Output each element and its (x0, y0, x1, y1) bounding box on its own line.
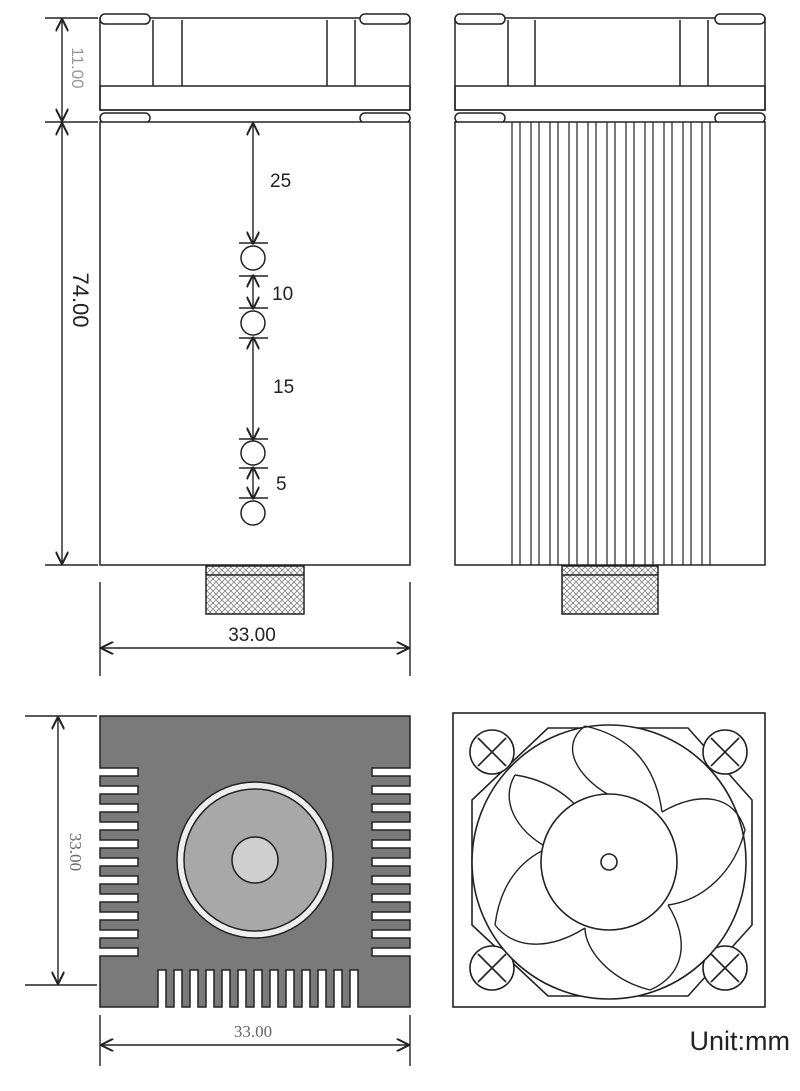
mounting-hole (240, 500, 266, 526)
body-width-label: 33.00 (228, 625, 276, 646)
hole-spacing-label-10: 10 (272, 284, 293, 305)
fan-height-label: 11.00 (68, 47, 87, 88)
body-height-label: 74.00 (68, 272, 93, 327)
fan-blades (494, 725, 746, 991)
fan-axle (600, 853, 618, 871)
side-body (454, 121, 766, 566)
lens-center (231, 836, 279, 884)
mounting-hole (240, 310, 266, 336)
hole-spacing-label-5: 5 (276, 474, 287, 495)
square-height-label: 33.00 (66, 833, 85, 871)
hole-spacing-label-25: 25 (270, 171, 291, 192)
side-lens-holder (561, 565, 659, 615)
hole-spacing-label-15: 15 (273, 377, 294, 398)
bottom-view (99, 715, 411, 1008)
mounting-hole (240, 245, 266, 271)
side-view (454, 13, 766, 615)
front-view (99, 13, 411, 615)
front-overall-dimensions (45, 17, 411, 676)
front-fan-housing (99, 13, 411, 124)
front-lens-holder (205, 565, 305, 615)
fan-view (452, 712, 766, 1008)
mounting-hole (240, 440, 266, 466)
unit-label: Unit:mm (689, 1026, 791, 1056)
hole-spacing-dimensions (239, 124, 268, 498)
fan-screw (702, 945, 748, 991)
fan-screw (702, 729, 748, 775)
cooling-fins (511, 122, 711, 565)
square-width-label: 33.00 (234, 1022, 272, 1041)
side-fan-housing (454, 13, 766, 124)
fan-screw (469, 945, 515, 991)
bottom-view-dimensions (25, 715, 411, 1066)
fan-screw (469, 729, 515, 775)
